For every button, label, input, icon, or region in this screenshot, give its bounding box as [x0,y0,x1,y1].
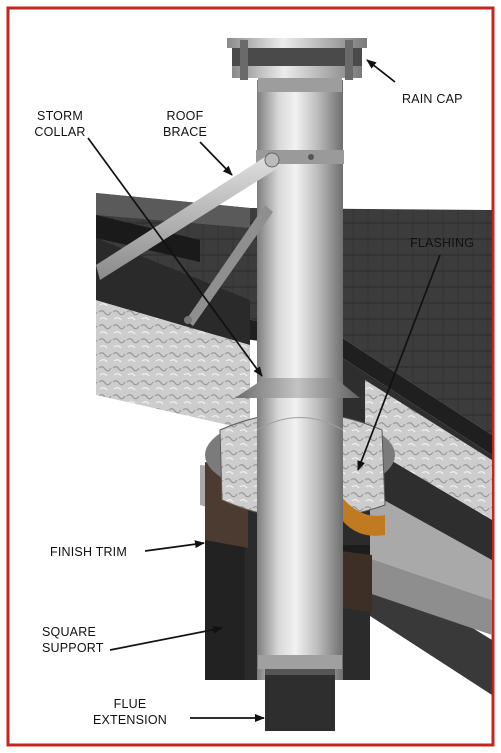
label-flashing: FLASHING [410,236,474,250]
label-roof-brace-line1: ROOF [167,109,204,123]
storm-collar-arrow [87,137,263,377]
square-support-arrow [109,625,223,651]
label-flue-extension-line1: FLUE [114,697,147,711]
label-rain-cap: RAIN CAP [402,92,463,106]
label-finish-trim: FINISH TRIM [50,545,127,559]
rain-cap [227,38,367,92]
flue-extension [258,655,342,731]
label-square-support-line2: SUPPORT [42,641,104,655]
label-square-support-line1: SQUARE [42,625,96,639]
label-roof-brace-line2: BRACE [163,125,207,139]
label-flue-extension-line2: EXTENSION [93,713,167,727]
label-storm-collar-line2: COLLAR [34,125,85,139]
leader-lines [87,59,441,722]
roof-brace-arrow [199,141,233,176]
label-storm-collar-line1: STORM [37,109,83,123]
roof-brace [96,152,280,326]
finish-trim-arrow [144,540,205,552]
labels: RAIN CAP STORM COLLAR ROOF BRACE FLASHIN… [34,92,474,727]
rain-cap-arrow [366,59,396,83]
storm-collar [235,378,360,398]
flashing-arrow [357,254,441,471]
